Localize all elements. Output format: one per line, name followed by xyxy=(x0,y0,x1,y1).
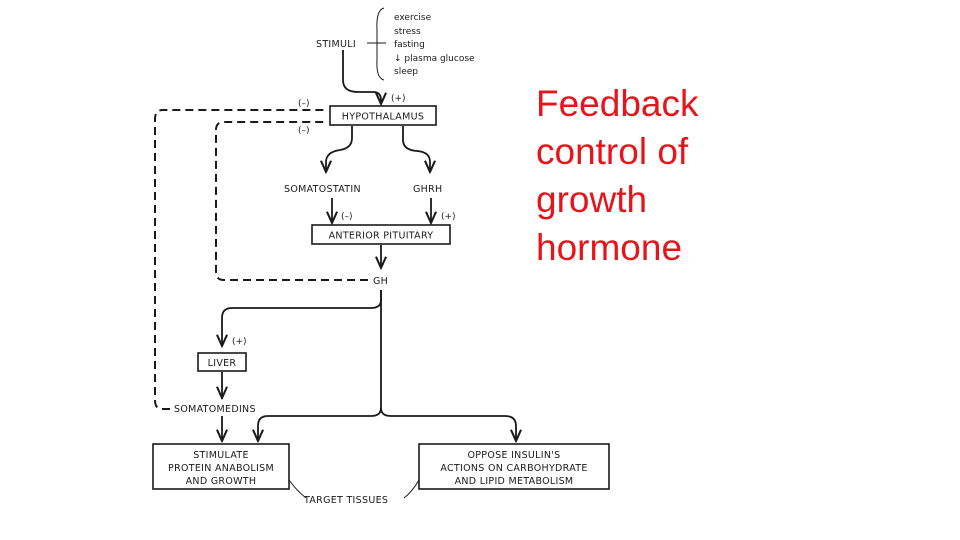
ghrh-arrow xyxy=(402,126,430,172)
pituitary-plus-sign: (+) xyxy=(441,212,456,222)
oppose-line-1: OPPOSE INSULIN'S xyxy=(468,450,561,461)
feedback-minus-sign-upper: (–) xyxy=(298,99,310,109)
stimulate-line-3: AND GROWTH xyxy=(186,476,257,487)
gh-to-oppose-arrow xyxy=(380,407,516,441)
stimulate-line-2: PROTEIN ANABOLISM xyxy=(168,463,274,474)
anterior-pituitary-label: ANTERIOR PITUITARY xyxy=(329,231,434,242)
liver-label: LIVER xyxy=(208,358,237,369)
anterior-pituitary-box xyxy=(311,224,451,245)
stimulus-item: stress xyxy=(394,27,421,37)
stimuli-list: exercise stress fasting ↓ plasma glucose… xyxy=(394,13,475,77)
hypothalamus-box xyxy=(329,105,437,126)
liver-plus-sign: (+) xyxy=(232,337,247,347)
stimuli-arrow xyxy=(342,50,381,104)
target-tissues-label: TARGET TISSUES xyxy=(303,495,388,506)
gh-to-stimulate-arrow xyxy=(258,407,382,441)
stimuli-bracket xyxy=(376,7,385,81)
gh-feedback-loop xyxy=(215,121,368,281)
oppose-insulin-box xyxy=(418,443,610,490)
somatostatin-label: SOMATOSTATIN xyxy=(284,184,361,195)
gh-label: GH xyxy=(373,276,388,287)
stimulus-item: ↓ plasma glucose xyxy=(394,54,475,64)
stimulus-item: exercise xyxy=(394,13,432,23)
stimulate-line-1: STIMULATE xyxy=(193,450,249,461)
slide-title: Feedback control of growth hormone xyxy=(536,80,796,272)
title-line: growth xyxy=(536,179,648,220)
stimuli-label: STIMULI xyxy=(316,39,356,50)
pituitary-minus-sign: (–) xyxy=(341,212,353,222)
somatomedin-feedback-loop xyxy=(154,109,328,410)
liver-box xyxy=(197,352,247,372)
stimulus-item: sleep xyxy=(394,67,418,77)
title-line: Feedback xyxy=(536,83,699,124)
hypothalamus-label: HYPOTHALAMUS xyxy=(342,112,424,123)
oppose-line-2: ACTIONS ON CARBOHYDRATE xyxy=(440,463,587,474)
target-tissues-connector-left xyxy=(288,479,307,499)
target-tissues-connector-right xyxy=(403,479,420,499)
title-line: control of xyxy=(536,131,689,172)
ghrh-label: GHRH xyxy=(413,184,442,195)
stimulate-box xyxy=(152,443,290,490)
somatostatin-arrow xyxy=(326,126,353,172)
feedback-minus-sign-lower: (–) xyxy=(298,126,310,136)
stimulus-item: fasting xyxy=(394,40,425,50)
oppose-line-3: AND LIPID METABOLISM xyxy=(455,476,574,487)
somatomedins-label: SOMATOMEDINS xyxy=(174,404,256,415)
title-line: hormone xyxy=(536,227,683,268)
hypothalamus-plus-sign: (+) xyxy=(391,94,406,104)
